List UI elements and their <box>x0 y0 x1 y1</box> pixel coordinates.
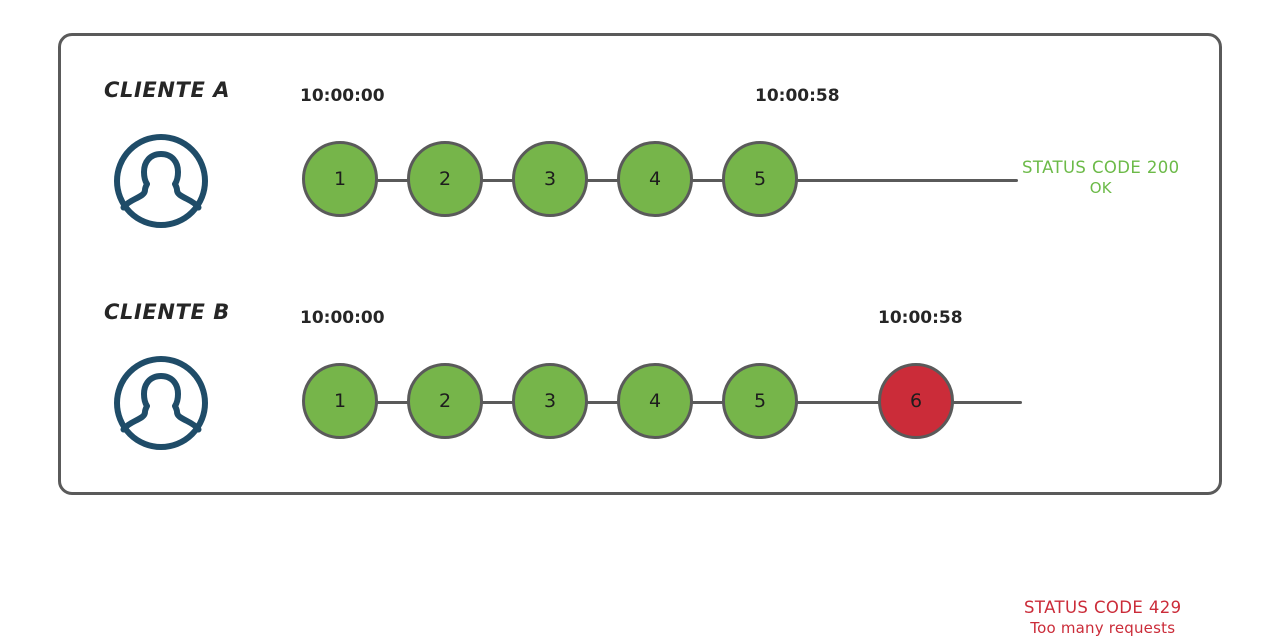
client-label-a: CLIENTE A <box>104 78 231 102</box>
request-node-a-2[interactable]: 2 <box>407 141 483 217</box>
status-badge-b: STATUS CODE 429 Too many requests <box>1024 598 1182 637</box>
timestamp-end-b: 10:00:58 <box>878 308 963 328</box>
status-badge-a: STATUS CODE 200 OK <box>1022 158 1180 197</box>
status-message-a: OK <box>1089 178 1112 197</box>
user-avatar-icon <box>110 352 212 454</box>
request-node-a-5[interactable]: 5 <box>722 141 798 217</box>
client-label-b: CLIENTE B <box>104 300 230 324</box>
user-avatar-icon-svg <box>114 134 208 228</box>
request-node-b-4[interactable]: 4 <box>617 363 693 439</box>
request-node-b-1[interactable]: 1 <box>302 363 378 439</box>
request-node-b-5[interactable]: 5 <box>722 363 798 439</box>
status-message-b: Too many requests <box>1030 618 1176 637</box>
timestamp-end-a: 10:00:58 <box>755 86 840 106</box>
timestamp-start-b: 10:00:00 <box>300 308 385 328</box>
status-code-b: STATUS CODE 429 <box>1024 598 1182 617</box>
request-node-b-6[interactable]: 6 <box>878 363 954 439</box>
request-node-a-1[interactable]: 1 <box>302 141 378 217</box>
user-avatar-icon-svg <box>114 356 208 450</box>
request-node-a-3[interactable]: 3 <box>512 141 588 217</box>
status-code-a: STATUS CODE 200 <box>1022 158 1180 177</box>
diagram-canvas: CLIENTE A 10:00:00 10:00:58 1 2 3 4 5 ST… <box>58 33 1222 637</box>
request-node-a-4[interactable]: 4 <box>617 141 693 217</box>
timestamp-start-a: 10:00:00 <box>300 86 385 106</box>
user-avatar-icon <box>110 130 212 232</box>
request-node-b-2[interactable]: 2 <box>407 363 483 439</box>
request-node-b-3[interactable]: 3 <box>512 363 588 439</box>
